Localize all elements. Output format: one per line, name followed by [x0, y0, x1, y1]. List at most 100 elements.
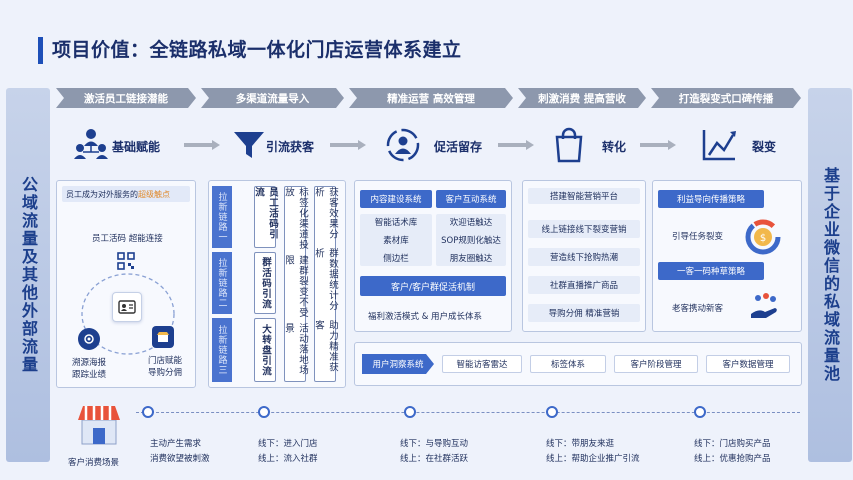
user-target-icon	[384, 126, 422, 164]
interaction-item-1: 欢迎语触达	[449, 218, 493, 228]
poster-trace-icon	[78, 328, 100, 350]
interaction-item-3: 朋友圈触达	[449, 254, 493, 264]
customer-stage-box: 客户阶段管理	[614, 355, 698, 373]
timeline-node-2	[258, 406, 270, 418]
private-pool-label: 基于企业微信的私域流量池	[821, 167, 840, 383]
interaction-item-2: SOP规则化触达	[441, 236, 501, 246]
enable-header-highlight: 超级触点	[138, 190, 170, 199]
journey-timeline	[136, 412, 800, 413]
journey-1-line-1: 主动产生需求	[150, 439, 202, 449]
marketing-platform-box: 搭建智能营销平台	[528, 188, 640, 204]
scene-label: 客户消费场景	[68, 458, 120, 468]
banner-step-1: 激活员工链接潜能	[56, 88, 196, 108]
store-caption-2: 导购分佣	[148, 368, 183, 378]
private-pool-band: 基于企业微信的私域流量池	[808, 88, 852, 462]
store-caption-1: 门店赋能	[148, 356, 183, 366]
convert-item-3: 社群直播推广商品	[528, 276, 640, 294]
public-traffic-band: 公域流量及其他外部流量	[6, 88, 50, 462]
flow-arrow-3	[498, 140, 534, 150]
enable-header: 员工成为对外服务的超级触点	[66, 189, 170, 200]
analytics-precise: 助力精准获客	[313, 319, 338, 373]
ops-tag-channel: 标签化渠道投放	[283, 187, 308, 250]
flow-arrow-1	[184, 140, 220, 150]
content-list: 智能话术库 素材库 侧边栏	[360, 214, 432, 266]
flow-arrow-2	[330, 140, 366, 150]
stage-label-fission: 裂变	[752, 140, 777, 154]
poster-caption-1: 溯源海报	[72, 358, 107, 368]
ops-scene: 活动落地场景	[283, 322, 308, 376]
interaction-list: 欢迎语触达 SOP规则化触达 朋友圈触达	[436, 214, 506, 266]
hand-share-icon	[748, 290, 780, 322]
timeline-node-3	[404, 406, 416, 418]
banner-step-4: 刺激消费 提高营收	[518, 88, 646, 108]
banner-step-2: 多渠道流量导入	[201, 88, 344, 108]
content-item-3: 侧边栏	[383, 254, 409, 264]
journey-3-line-2: 线上：在社群活跃	[400, 454, 469, 464]
stage-label-acquire: 引流获客	[266, 140, 315, 154]
banner-step-3: 精准运营 高效管理	[349, 88, 513, 108]
channel-3: 拉新链路三	[212, 318, 232, 382]
employee-card-icon	[112, 292, 142, 322]
employee-code-caption: 员工活码 超能连接	[92, 234, 163, 244]
convert-item-4: 导购分佣 精准营销	[528, 304, 640, 322]
journey-3-line-1: 线下：与导购互动	[400, 439, 469, 449]
stage-label-convert: 转化	[602, 140, 627, 154]
journey-4-line-2: 线上：帮助企业推广引流	[546, 454, 640, 464]
content-item-2: 素材库	[383, 236, 409, 246]
page-title: 项目价值：全链路私域一体化门店运营体系建立	[52, 39, 462, 61]
title-accent-bar	[38, 37, 43, 64]
content-item-1: 智能话术库	[374, 218, 418, 228]
svg-text:$: $	[760, 233, 766, 244]
coin-ring-icon: $	[744, 218, 782, 256]
convert-item-2: 营造线下抢购热潮	[528, 248, 640, 266]
journey-1-line-2: 消费欲望被刺激	[150, 454, 210, 464]
activation-mechanism-bar: 客户/客户群促活机制	[360, 276, 506, 296]
flow-arrow-4	[640, 140, 676, 150]
stage-label-enable: 基础赋能	[112, 140, 161, 154]
analytics-group: 群数据统计分析	[313, 248, 338, 312]
connection-ring	[81, 273, 175, 355]
journey-2-line-1: 线下：进入门店	[258, 439, 318, 449]
timeline-node-1	[142, 406, 154, 418]
growth-chart-icon	[700, 126, 738, 164]
task-fission-text: 引导任务裂变	[672, 232, 724, 242]
growth-system-text: 福利激活模式 & 用户成长体系	[368, 312, 483, 322]
enable-header-bg	[62, 186, 190, 202]
tag-system-box: 标签体系	[530, 355, 606, 373]
channel-1: 拉新链路一	[212, 186, 232, 248]
journey-5-line-1: 线下：门店购买产品	[694, 439, 771, 449]
team-icon	[72, 126, 110, 164]
visitor-radar-box: 智能访客雷达	[442, 355, 522, 373]
customer-data-box: 客户数据管理	[706, 355, 790, 373]
convert-item-1: 线上链接线下裂变营销	[528, 220, 640, 238]
channel-2: 拉新链路二	[212, 252, 232, 314]
enable-panel	[56, 180, 196, 388]
qr-code-icon	[117, 252, 135, 270]
storefront-icon	[76, 402, 122, 446]
channel-ops-column: 标签化渠道投放 建群裂变不受限 活动落地场景	[283, 186, 308, 382]
group-code-entry: 群活码引流	[254, 252, 276, 314]
enable-header-text: 员工成为对外服务的	[66, 190, 138, 199]
timeline-node-5	[694, 406, 706, 418]
ops-group-fission: 建群裂变不受限	[283, 254, 308, 318]
store-enable-icon	[152, 326, 174, 348]
wheel-entry: 大转盘引流	[254, 318, 276, 382]
one-code-strategy-box: 一客一码种草策略	[658, 262, 764, 280]
shopping-bag-icon	[550, 126, 588, 164]
employee-code-entry: 员工活码引流	[253, 186, 278, 248]
analytics-acquire: 获客效果分析	[313, 187, 338, 240]
interaction-system-box: 客户互动系统	[436, 190, 506, 208]
journey-5-line-2: 线上：优惠抢购产品	[694, 454, 771, 464]
journey-4-line-1: 线下：带朋友来逛	[546, 439, 615, 449]
user-insight-label: 用户洞察系统	[362, 354, 434, 374]
banner-step-5: 打造裂变式口碑传播	[651, 88, 801, 108]
content-system-box: 内容建设系统	[360, 190, 432, 208]
poster-caption-2: 跟踪业绩	[72, 370, 107, 380]
referral-text: 老客携动新客	[672, 304, 724, 314]
timeline-node-4	[546, 406, 558, 418]
benefit-strategy-box: 利益导向传播策略	[658, 190, 764, 208]
journey-2-line-2: 线上：流入社群	[258, 454, 318, 464]
stage-label-retain: 促活留存	[434, 140, 483, 154]
public-traffic-label: 公域流量及其他外部流量	[19, 176, 38, 374]
analytics-column: 获客效果分析 群数据统计分析 助力精准获客	[313, 186, 338, 382]
